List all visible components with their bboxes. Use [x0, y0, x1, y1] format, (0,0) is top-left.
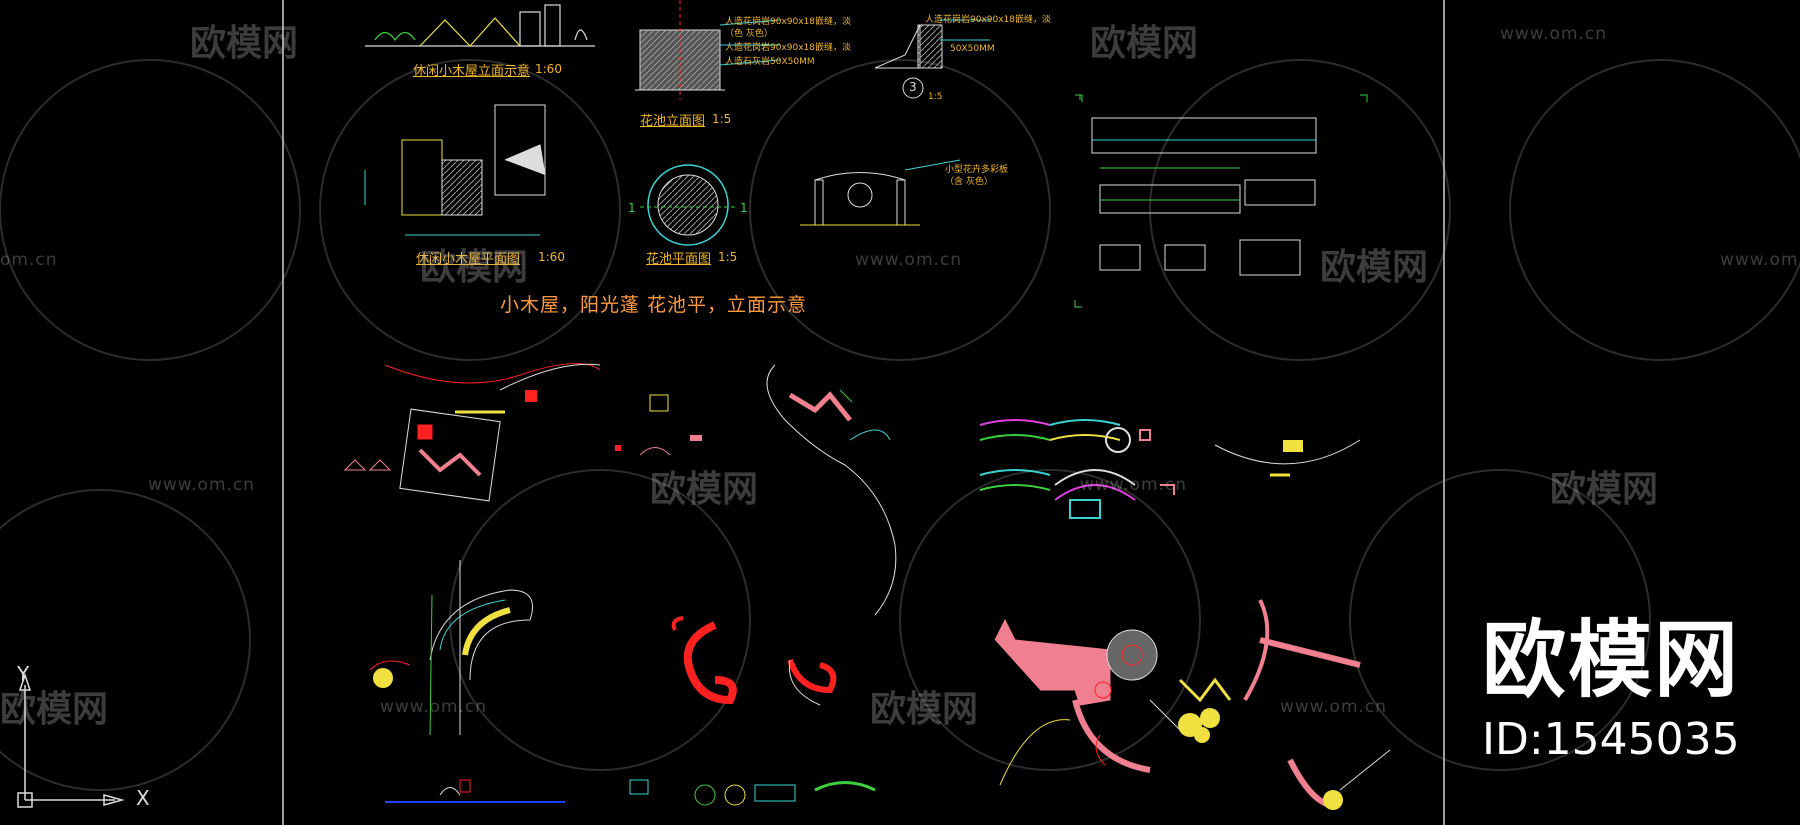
watermark-brand-1: 欧模网	[190, 23, 299, 64]
cabin-elevation-scale: 1:60	[535, 62, 562, 76]
watermark-site-1: www.om.cn	[1500, 24, 1608, 44]
flowerbed-section-detail	[874, 19, 990, 99]
cabin-plan-scale: 1:60	[538, 250, 565, 264]
note-1: 人造花岗岩90x90x18嵌缝，淡	[725, 17, 852, 27]
watermark-site-5: www.om.cn	[148, 475, 256, 495]
watermark-site-4: www.om.cn	[1720, 250, 1800, 270]
ucs-icon	[17, 672, 125, 808]
flowerbed-elevation-drawing	[635, 0, 781, 100]
red-spiral-plan	[671, 616, 837, 706]
watermark-site-6: www.om.cn	[1080, 475, 1188, 495]
winding-path-plan	[766, 364, 897, 616]
watermark-site-8: www.om.cn	[1280, 697, 1388, 717]
watermark-brand-2: 欧模网	[1090, 23, 1199, 64]
sunshade-section-drawing	[800, 159, 961, 226]
watermark-brand-4: 欧模网	[1320, 247, 1429, 288]
note-8: （含 灰色）	[945, 177, 993, 187]
flowerbed-plan-drawing	[640, 164, 735, 246]
note-3: 人造花岗岩90x90x18嵌缝，淡	[725, 43, 852, 53]
section-label-left: 1	[628, 201, 636, 215]
long-elevation-drawing	[1074, 94, 1368, 308]
bottom-strip-details	[385, 779, 876, 806]
main-site-plan	[994, 599, 1391, 810]
watermark-site-7: www.om.cn	[380, 697, 488, 717]
note-4: 人造石灰岩50X50MM	[725, 57, 815, 67]
section-label-right: 1	[740, 201, 748, 215]
flowerbed-elevation-title: 花池立面图	[640, 114, 706, 129]
watermark-brand-6: 欧模网	[1550, 469, 1659, 510]
watermark-site-2: om.cn	[0, 250, 58, 270]
watermark-brand-3: 欧模网	[420, 247, 529, 288]
flowerbed-plan-scale: 1:5	[718, 250, 738, 264]
site-plan-a	[343, 363, 601, 502]
model-id: ID:1545035	[1481, 714, 1740, 765]
watermark-site-3: www.om.cn	[855, 250, 963, 270]
watermark-brand-8: 欧模网	[870, 689, 979, 730]
arc-path-detail-right	[1214, 439, 1361, 477]
sheet-caption: 小木屋，阳光蓬 花池平，立面示意	[500, 294, 808, 316]
brand-name: 欧模网	[1481, 611, 1740, 709]
ucs-y-label: Y	[17, 662, 30, 686]
flowerbed-elevation-scale: 1:5	[712, 112, 732, 126]
note-5: 50X50MM	[950, 44, 995, 54]
curved-pergola-plan	[369, 560, 533, 736]
section-number: 3	[909, 80, 917, 94]
brand-overlay: 欧模网 ID:1545035	[1482, 593, 1740, 765]
flowerbed-plan-title: 花池平面图	[646, 252, 712, 267]
pergola-plans-cluster	[979, 419, 1175, 519]
cabin-plan-drawing	[364, 104, 546, 236]
section-scale: 1:5	[928, 92, 943, 102]
watermark-brand-5: 欧模网	[650, 469, 759, 510]
note-6: 人造花岗岩90x90x18嵌缝，淡	[925, 15, 1052, 25]
cabin-elevation-title: 休闲小木屋立面示意	[413, 64, 531, 79]
watermark-brand-7: 欧模网	[0, 689, 109, 730]
note-2: （色 灰色）	[725, 29, 773, 39]
ucs-x-label: X	[136, 786, 150, 810]
watermark-arcs	[0, 59, 1800, 791]
cabin-elevation-drawing	[365, 4, 595, 47]
small-details-b	[615, 394, 702, 456]
note-7: 小型花卉多彩板	[945, 165, 1009, 175]
cabin-plan-title: 休闲小木屋平面图	[416, 252, 521, 267]
